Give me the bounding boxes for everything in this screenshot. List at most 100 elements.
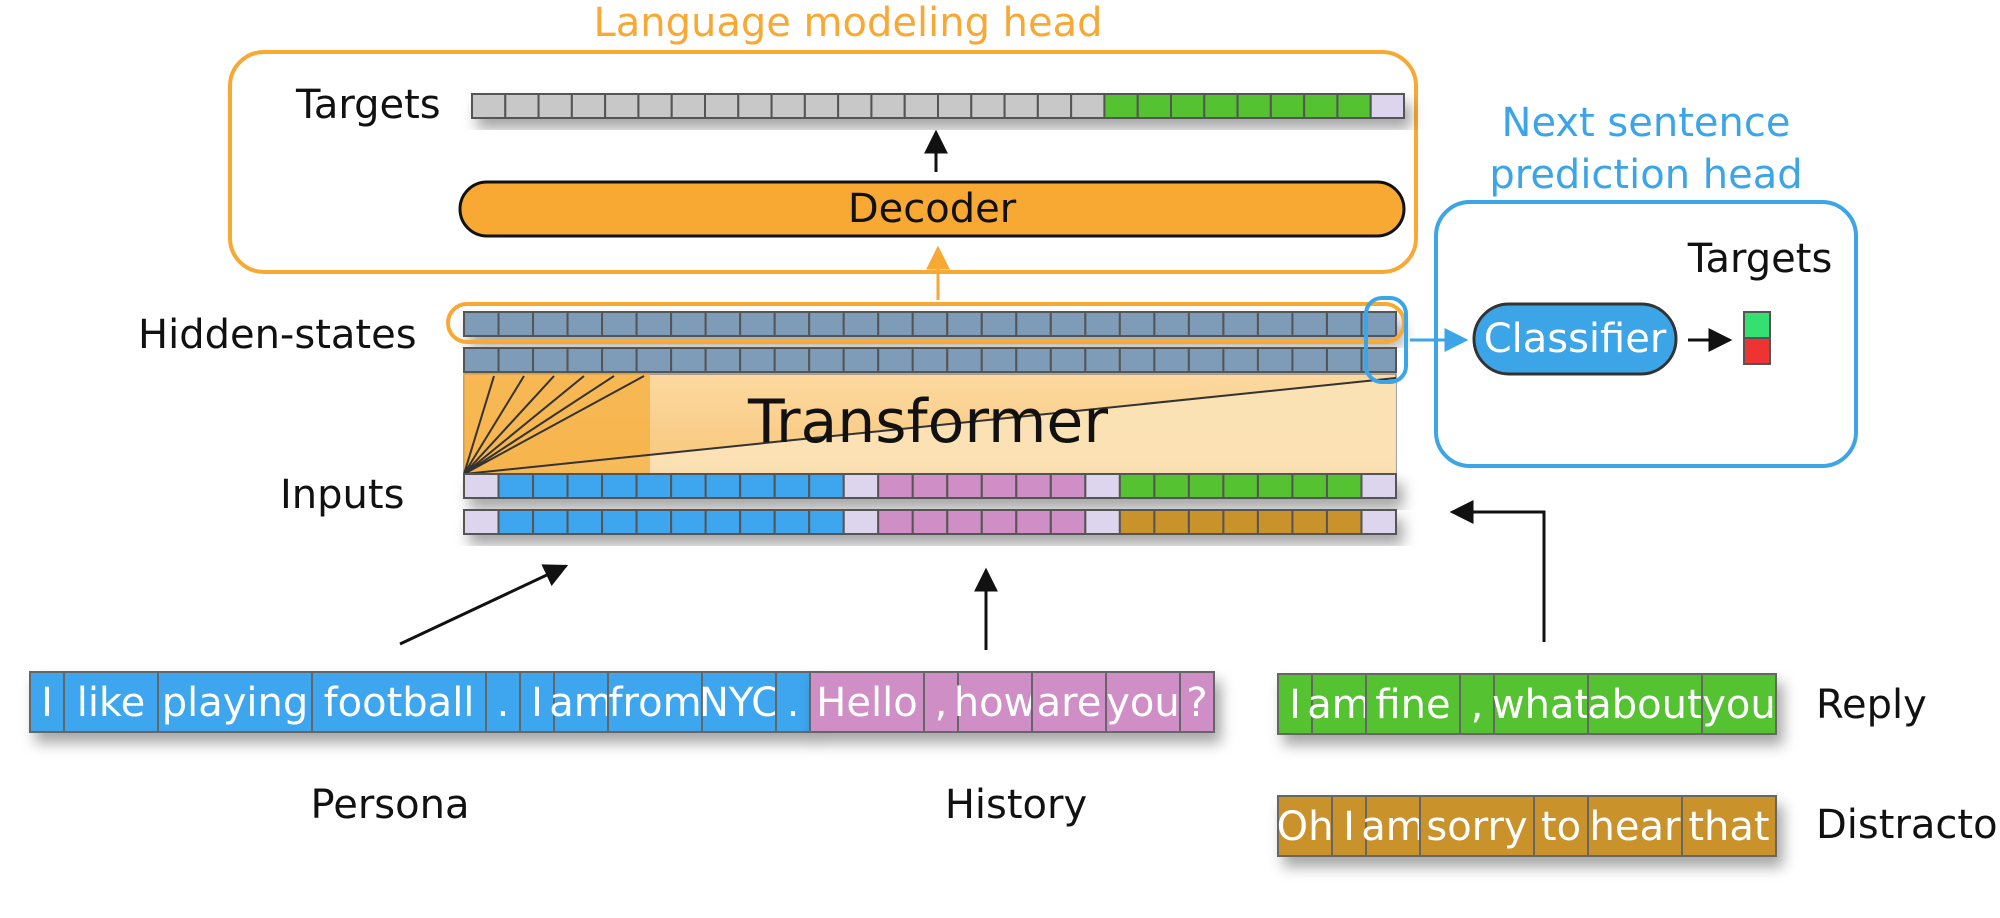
word-token: are [1037,680,1102,726]
input-token-cell [1153,473,1190,499]
input-token-cell [566,509,604,535]
hidden-state-cell [601,311,638,337]
input-token-cell [1291,509,1328,535]
target-token-cell [1336,93,1372,119]
word-token: what [1492,682,1590,728]
hidden-state-cell [532,347,569,373]
target-token-cell [937,93,973,119]
input-token-cell [842,473,880,499]
word-cell [1681,795,1777,857]
hidden-state-cell [911,347,949,373]
nsp-targets-label: Targets [1687,236,1833,282]
word-token: am [549,680,612,726]
reply-label: Reply [1816,682,1927,728]
input-token-cell [704,509,742,535]
input-token-cell [635,509,673,535]
classifier-label: Classifier [1484,316,1667,362]
attention-diagonal [463,377,1397,475]
input-token-cell [1360,473,1397,499]
input-token-cell [1118,509,1156,535]
hidden-state-cell [739,347,776,373]
word-token: , [935,680,948,726]
hidden-state-cell [808,311,845,337]
word-token: I [41,680,53,726]
target-token-cell [704,93,740,119]
hidden-state-cell [1015,347,1052,373]
target-token-cell [903,93,940,119]
word-cell [157,671,313,733]
hidden-state-cell [911,311,949,337]
word-token: Hello [816,680,917,726]
classifier-block [1472,302,1678,376]
word-token: football [324,680,475,726]
target-token-cell [1236,93,1272,119]
input-token-cell [808,473,845,499]
hidden-state-cell [1153,347,1190,373]
word-token: am [1307,682,1370,728]
word-cell [775,671,811,733]
lm-head-box [228,50,1418,274]
input-token-cell [980,473,1018,499]
hidden-state-cell [842,347,880,373]
attention-line [463,375,525,475]
word-token: playing [162,680,309,726]
input-token-cell [1084,473,1121,499]
input-token-cell [1256,473,1294,499]
target-token-cell [637,93,673,119]
input-token-cell [601,473,638,499]
hidden-state-cell [946,311,983,337]
hidden-state-cell [566,311,604,337]
input-token-cell [635,473,673,499]
input-token-cell [497,509,535,535]
word-token: to [1541,804,1581,850]
word-token: you [1106,680,1180,726]
input-token-cell [1222,509,1259,535]
input-token-cell [773,473,811,499]
word-cell [1493,673,1589,735]
hidden-states-row-1 [463,311,1397,337]
word-cell [1459,673,1495,735]
hidden-state-cell [980,311,1018,337]
word-token: you [1702,682,1776,728]
input-token-cell [1015,473,1052,499]
hidden-state-cell [1084,347,1121,373]
word-token: . [497,680,510,726]
word-cell [701,671,777,733]
input-token-cell [1049,473,1087,499]
transformer-body [463,373,1397,475]
word-cell [1105,671,1181,733]
hidden-state-cell [980,347,1018,373]
target-token-cell [604,93,640,119]
hidden-state-cell [463,311,500,337]
input-token-cell [911,473,949,499]
input-token-cell [1291,473,1328,499]
word-token: I [1289,682,1301,728]
hidden-state-cell [1291,311,1328,337]
input-token-cell [1084,509,1121,535]
attention-line [463,375,645,475]
hidden-states-label: Hidden-states [138,312,417,358]
input-token-cell [532,509,569,535]
word-token: hear [1590,804,1681,850]
input-token-cell [877,473,914,499]
word-cell [63,671,159,733]
hidden-state-cell [1222,347,1259,373]
input-token-cell [946,509,983,535]
input-token-cell [1187,509,1225,535]
word-token: that [1688,804,1769,850]
hidden-state-cell [1325,311,1363,337]
input-token-cell [601,509,638,535]
attention-lines [463,375,645,475]
target-token-cell [1203,93,1239,119]
hidden-state-cell [704,311,742,337]
target-token-cell [1269,93,1306,119]
input-token-cell [842,509,880,535]
lm-head-title: Language modeling head [593,0,1102,46]
input-token-cell [1360,509,1397,535]
input-token-cell [1153,509,1190,535]
input-token-cell [1325,509,1363,535]
word-cell [1331,795,1367,857]
hidden-state-cell [1049,347,1087,373]
word-cell [1419,795,1535,857]
